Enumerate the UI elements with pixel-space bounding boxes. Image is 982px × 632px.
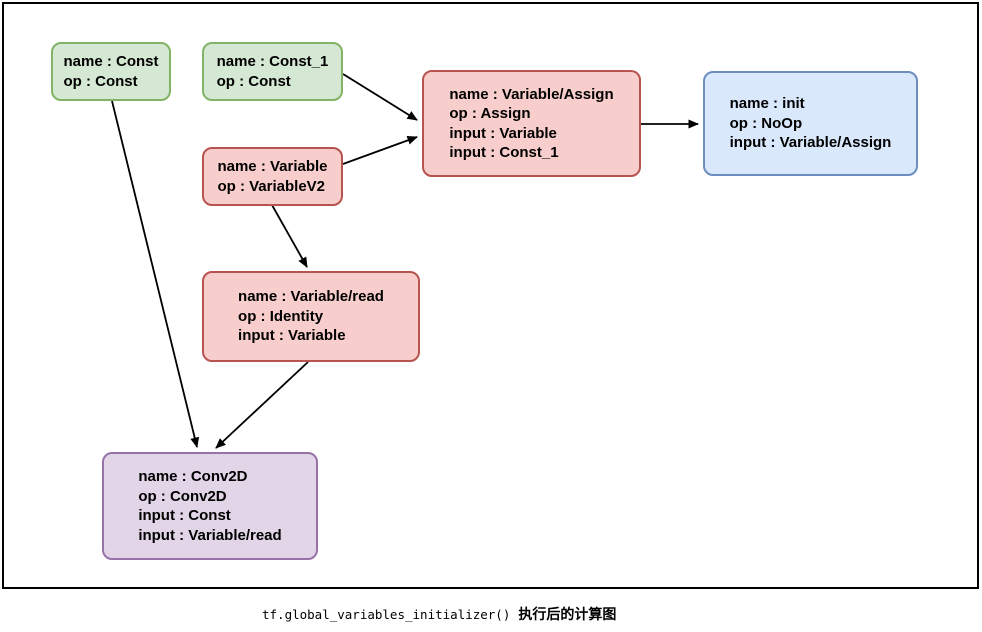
node-variable-read: name : Variable/read op : Identity input… <box>202 271 420 362</box>
node-const: name : Const op : Const <box>51 42 171 101</box>
node-const-1: name : Const_1 op : Const <box>202 42 343 101</box>
node-conv2d: name : Conv2D op : Conv2D input : Const … <box>102 452 318 560</box>
node-const-1-label: name : Const_1 op : Const <box>216 53 329 90</box>
node-variable: name : Variable op : VariableV2 <box>202 147 343 206</box>
caption-code: tf.global_variables_initializer() <box>262 607 511 622</box>
node-variable-read-label: name : Variable/read op : Identity input… <box>238 288 384 345</box>
caption-text: 执行后的计算图 <box>518 607 617 623</box>
node-const-label: name : Const op : Const <box>63 53 159 90</box>
node-init: name : init op : NoOp input : Variable/A… <box>703 71 918 176</box>
node-variable-assign-label: name : Variable/Assign op : Assign input… <box>449 85 614 162</box>
node-variable-assign: name : Variable/Assign op : Assign input… <box>422 70 641 177</box>
node-init-label: name : init op : NoOp input : Variable/A… <box>729 95 892 152</box>
node-variable-label: name : Variable op : VariableV2 <box>217 158 328 195</box>
caption: tf.global_variables_initializer() 执行后的计算图 <box>262 604 616 624</box>
node-conv2d-label: name : Conv2D op : Conv2D input : Const … <box>138 468 282 544</box>
